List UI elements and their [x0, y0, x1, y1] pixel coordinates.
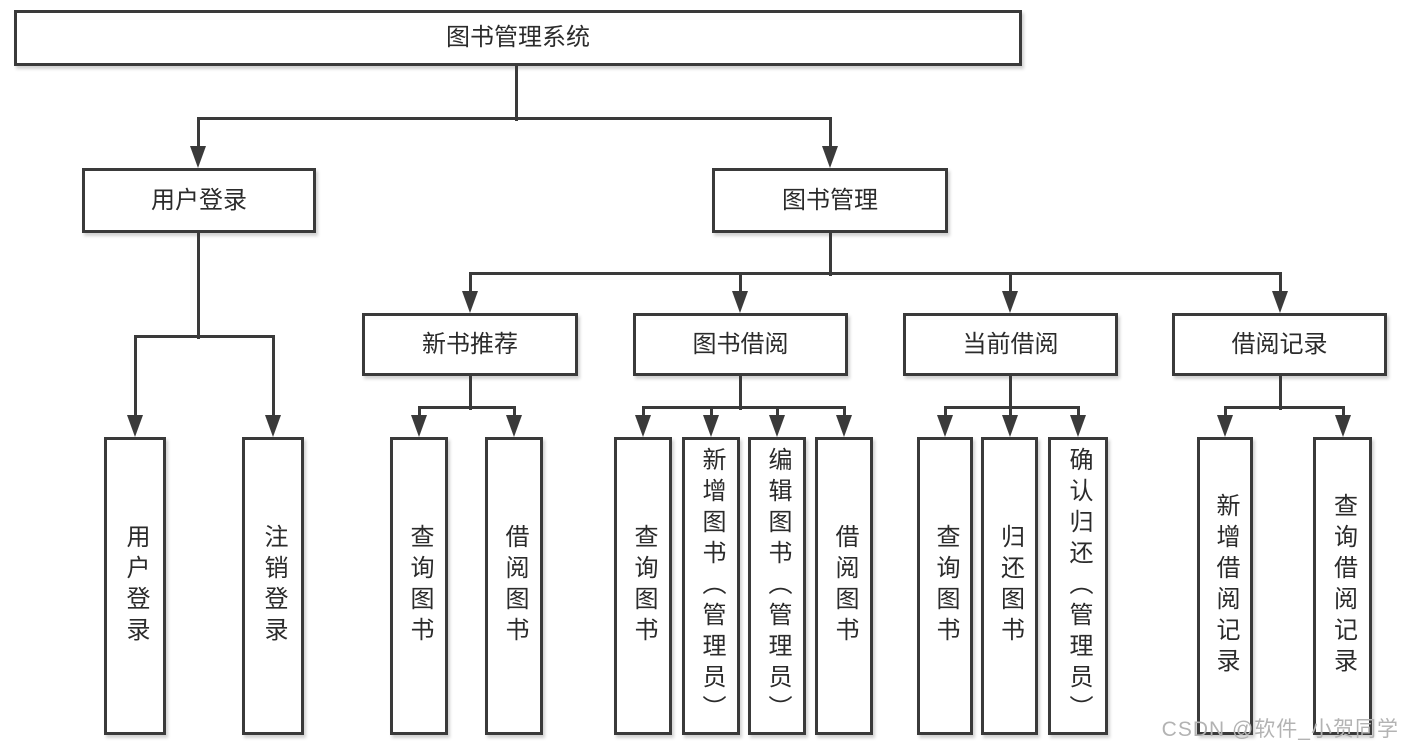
arrowhead-down-icon	[265, 415, 281, 437]
arrowhead-down-icon	[1002, 291, 1018, 313]
node-leaf-add-book-admin: 新增图书（管理员）	[682, 437, 740, 735]
connector-line	[512, 407, 516, 417]
node-current-borrowing: 当前借阅	[903, 313, 1118, 376]
arrowhead-down-icon	[1335, 415, 1351, 437]
connector-line	[828, 118, 832, 148]
connector-line	[271, 336, 275, 417]
connector-line	[1008, 376, 1012, 410]
connector-line	[196, 116, 832, 120]
node-borrowing-records: 借阅记录	[1172, 313, 1387, 376]
arrowhead-down-icon	[1272, 291, 1288, 313]
connector-line	[468, 273, 472, 293]
connector-line	[641, 407, 645, 417]
connector-line	[196, 232, 200, 339]
connector-line	[943, 405, 1080, 409]
connector-line	[738, 273, 742, 293]
node-root-system: 图书管理系统	[14, 10, 1022, 66]
arrowhead-down-icon	[1217, 415, 1233, 437]
node-leaf-confirm-return: 确认归还（管理员）	[1048, 437, 1108, 735]
connector-line	[1278, 273, 1282, 293]
connector-line	[1341, 407, 1345, 417]
connector-line	[1278, 376, 1282, 410]
node-leaf-query-book-3: 查询图书	[917, 437, 973, 735]
connector-line	[468, 376, 472, 410]
arrowhead-down-icon	[462, 291, 478, 313]
node-leaf-edit-book-admin: 编辑图书（管理员）	[748, 437, 806, 735]
arrowhead-down-icon	[506, 415, 522, 437]
csdn-watermark: CSDN @软件_小贺同学	[1161, 718, 1399, 741]
connector-line	[641, 405, 846, 409]
node-leaf-user-login: 用户登录	[104, 437, 166, 735]
connector-line	[417, 407, 421, 417]
node-book-borrowing: 图书借阅	[633, 313, 848, 376]
node-leaf-borrow-book-1: 借阅图书	[485, 437, 543, 735]
arrowhead-down-icon	[127, 415, 143, 437]
node-leaf-query-book-1: 查询图书	[390, 437, 448, 735]
connector-line	[738, 376, 742, 410]
connector-line	[1008, 407, 1012, 417]
node-leaf-return-book: 归还图书	[981, 437, 1038, 735]
connector-line	[709, 407, 713, 417]
arrowhead-down-icon	[769, 415, 785, 437]
node-leaf-query-book-2: 查询图书	[614, 437, 672, 735]
arrowhead-down-icon	[190, 146, 206, 168]
connector-line	[196, 118, 200, 148]
node-leaf-query-borrow-rec: 查询借阅记录	[1313, 437, 1372, 735]
connector-line	[775, 407, 779, 417]
connector-line	[514, 66, 518, 121]
arrowhead-down-icon	[635, 415, 651, 437]
connector-line	[828, 232, 832, 276]
node-user-login: 用户登录	[82, 168, 316, 233]
connector-line	[468, 271, 1282, 275]
connector-line	[1076, 407, 1080, 417]
arrowhead-down-icon	[937, 415, 953, 437]
arrowhead-down-icon	[1002, 415, 1018, 437]
connector-line	[943, 407, 947, 417]
connector-line	[842, 407, 846, 417]
arrowhead-down-icon	[836, 415, 852, 437]
arrowhead-down-icon	[822, 146, 838, 168]
arrowhead-down-icon	[1070, 415, 1086, 437]
arrowhead-down-icon	[411, 415, 427, 437]
connector-line	[1223, 407, 1227, 417]
arrowhead-down-icon	[732, 291, 748, 313]
node-leaf-logout: 注销登录	[242, 437, 304, 735]
connector-line	[133, 336, 137, 417]
connector-line	[417, 405, 516, 409]
arrowhead-down-icon	[703, 415, 719, 437]
connector-line	[1008, 273, 1012, 293]
node-leaf-add-borrow-rec: 新增借阅记录	[1197, 437, 1253, 735]
connector-line	[133, 334, 275, 338]
node-leaf-borrow-book-2: 借阅图书	[815, 437, 873, 735]
node-new-book-recommend: 新书推荐	[362, 313, 578, 376]
node-book-management: 图书管理	[712, 168, 948, 233]
connector-line	[1223, 405, 1345, 409]
